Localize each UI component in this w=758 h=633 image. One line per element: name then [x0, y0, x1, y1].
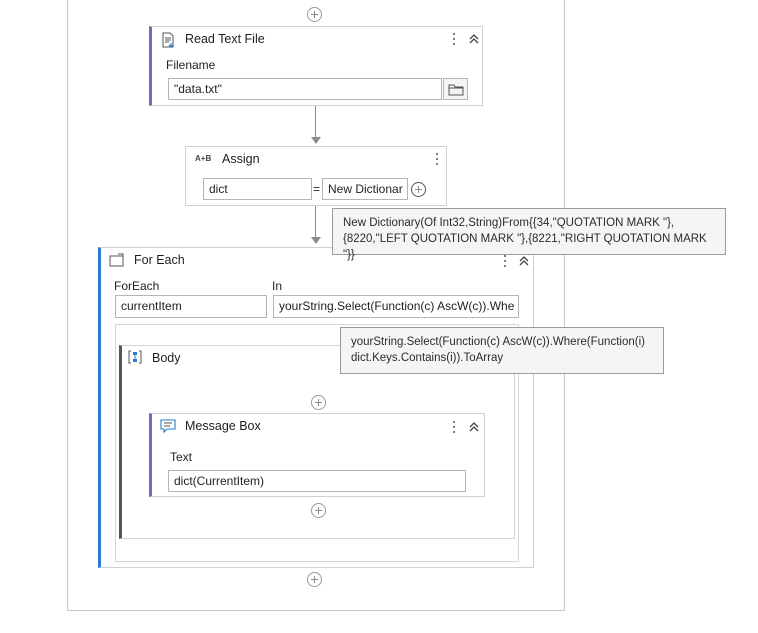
filename-label: Filename [166, 58, 216, 72]
read-text-file-menu-icon[interactable] [452, 32, 456, 46]
for-each-activity[interactable]: For Each ForEach currentItem In yourStri… [98, 247, 534, 568]
for-each-title: For Each [134, 253, 185, 267]
assign-tooltip-line-1: New Dictionary(Of Int32,String)From{{34,… [343, 217, 675, 229]
sequence-frame-bottom-border [67, 610, 565, 611]
read-text-file-collapse-icon[interactable] [468, 33, 480, 45]
in-tooltip-line-1: yourString.Select(Function(c) AscW(c)).W… [351, 336, 645, 348]
assign-equals-sign: = [313, 182, 321, 196]
read-text-file-icon [162, 32, 174, 48]
message-text-label: Text [170, 450, 193, 464]
assign-tooltip-line-2: {8220,"LEFT QUOTATION MARK "},{8221,"RIG… [343, 233, 707, 261]
message-box-activity[interactable]: Message Box Text dict(CurrentItem) [149, 413, 485, 497]
assign-add-button[interactable] [411, 182, 426, 197]
in-collection-input[interactable]: yourString.Select(Function(c) AscW(c)).W… [273, 295, 519, 318]
foreach-label: ForEach [114, 279, 160, 293]
for-each-collapse-icon[interactable] [518, 255, 530, 267]
in-collection-tooltip: yourString.Select(Function(c) AscW(c)).W… [340, 327, 664, 374]
read-text-file-activity[interactable]: Read Text File Filename "data.txt" [149, 26, 483, 106]
message-text-input[interactable]: dict(CurrentItem) [168, 470, 466, 492]
connector-line-1 [315, 106, 316, 138]
assign-to-input[interactable]: dict [203, 178, 312, 200]
body-sequence-icon [128, 350, 142, 364]
sequence-frame-right-border [564, 0, 565, 611]
assign-title: Assign [222, 152, 260, 166]
message-box-menu-icon[interactable] [452, 420, 456, 434]
sequence-frame-left-border [67, 0, 68, 611]
body-title: Body [152, 351, 181, 365]
add-activity-bottom-button[interactable] [307, 572, 322, 587]
message-box-icon [160, 419, 176, 434]
connector-arrow-1 [311, 137, 321, 144]
in-label: In [272, 279, 283, 293]
assign-activity[interactable]: A+B Assign dict = New Dictionar [185, 146, 447, 206]
filename-input[interactable]: "data.txt" [168, 78, 442, 100]
for-each-menu-icon[interactable] [503, 254, 507, 268]
add-activity-top-button[interactable] [307, 7, 322, 22]
read-text-file-title: Read Text File [185, 32, 265, 46]
body-sequence[interactable]: Body Message Box Text dict(CurrentItem) [119, 345, 515, 539]
foreach-item-input[interactable]: currentItem [115, 295, 267, 318]
assign-value-input[interactable]: New Dictionar [322, 178, 408, 200]
body-add-bottom-button[interactable] [311, 503, 326, 518]
for-each-icon [109, 253, 124, 267]
in-tooltip-line-2: dict.Keys.Contains(i)).ToArray [351, 352, 504, 364]
folder-icon [448, 84, 464, 96]
assign-icon: A+B [195, 154, 212, 163]
message-box-title: Message Box [185, 419, 261, 433]
body-add-top-button[interactable] [311, 395, 326, 410]
message-box-collapse-icon[interactable] [468, 421, 480, 433]
connector-line-2 [315, 206, 316, 238]
assign-menu-icon[interactable] [435, 152, 439, 166]
connector-arrow-2 [311, 237, 321, 244]
assign-value-tooltip: New Dictionary(Of Int32,String)From{{34,… [332, 208, 726, 261]
browse-folder-button[interactable] [443, 78, 468, 100]
